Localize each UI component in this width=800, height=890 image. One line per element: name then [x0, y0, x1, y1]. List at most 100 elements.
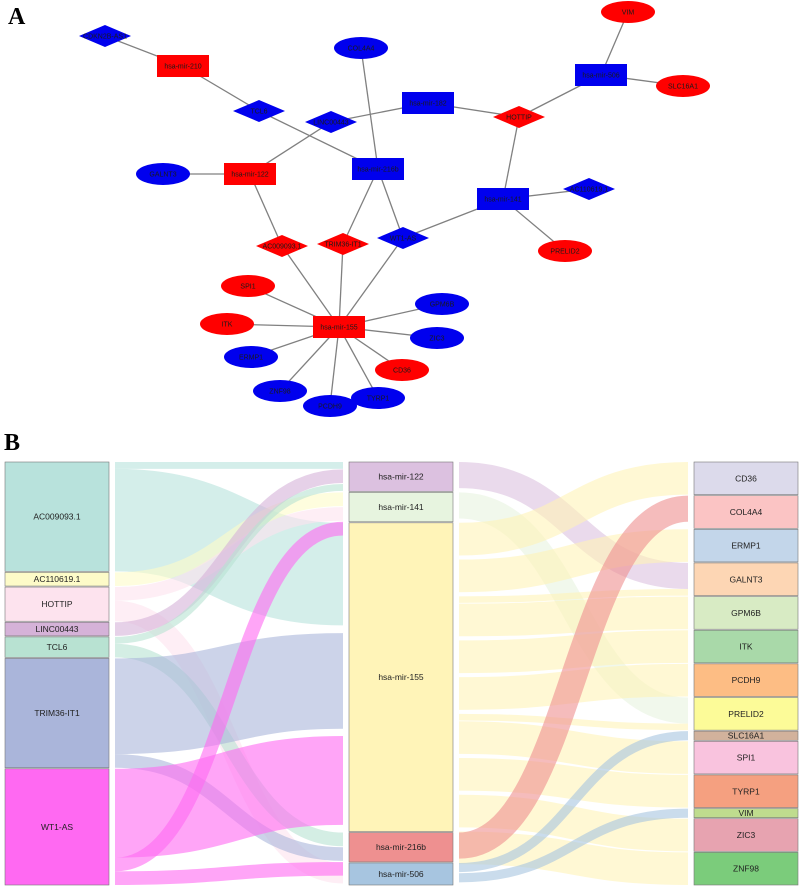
node-shape-rect — [575, 64, 627, 86]
node-col4a4[interactable]: COL4A4 — [334, 37, 388, 59]
node-cd36[interactable]: CD36 — [375, 359, 429, 381]
node-ac110619-1[interactable]: AC110619.1 — [563, 178, 615, 200]
node-shape-diamond — [79, 25, 131, 47]
sankey-link-hsa-mir-155-to-ermp1 — [458, 529, 689, 593]
node-vim[interactable]: VIM — [601, 1, 655, 23]
node-wt1-as[interactable]: WT1-AS — [377, 227, 429, 249]
node-ermp1[interactable]: ERMP1 — [224, 346, 278, 368]
node-hsa-mir-122[interactable]: hsa-mir-122 — [224, 163, 276, 185]
node-spi1[interactable]: SPI1 — [221, 275, 275, 297]
sankey-node-spi1[interactable]: SPI1 — [693, 740, 799, 775]
sankey-node-bar — [4, 658, 110, 769]
node-znf98[interactable]: ZNF98 — [253, 380, 307, 402]
node-itk[interactable]: ITK — [200, 313, 254, 335]
sankey-node-prelid2[interactable]: PRELID2 — [693, 697, 799, 731]
node-label: AC110619.1 — [570, 187, 609, 194]
node-pcdh9[interactable]: PCDH9 — [303, 395, 357, 417]
node-shape-diamond — [317, 233, 369, 255]
sankey-node-bar — [693, 774, 799, 808]
sankey-node-hsa-mir-506[interactable]: hsa-mir-506 — [348, 862, 454, 886]
node-slc16a1[interactable]: SLC16A1 — [656, 75, 710, 97]
sankey-node-bar — [4, 586, 110, 622]
node-prelid2[interactable]: PRELID2 — [538, 240, 592, 262]
node-hottip[interactable]: HOTTIP — [493, 106, 545, 128]
node-shape-ellipse — [200, 313, 254, 335]
sankey-node-hsa-mir-122[interactable]: hsa-mir-122 — [348, 461, 454, 492]
sankey-node-hsa-mir-216b[interactable]: hsa-mir-216b — [348, 832, 454, 863]
edge-wt1as-mir155 — [338, 237, 404, 328]
node-label: CD36 — [393, 368, 411, 375]
sankey-node-hsa-mir-155[interactable]: hsa-mir-155 — [348, 522, 454, 832]
node-hsa-mir-210[interactable]: hsa-mir-210 — [157, 55, 209, 77]
edge-trim36it1-mir155 — [338, 243, 344, 328]
sankey-node-linc00443[interactable]: LINC00443 — [4, 621, 110, 637]
sankey-node-pcdh9[interactable]: PCDH9 — [693, 663, 799, 697]
node-trim36-it1[interactable]: TRIM36-IT1 — [317, 233, 369, 255]
node-shape-ellipse — [224, 346, 278, 368]
sankey-node-znf98[interactable]: ZNF98 — [693, 852, 799, 886]
sankey-node-ermp1[interactable]: ERMP1 — [693, 528, 799, 563]
node-shape-ellipse — [538, 240, 592, 262]
node-zic3[interactable]: ZIC3 — [410, 327, 464, 349]
node-hsa-mir-216b[interactable]: hsa-mir-216b — [352, 158, 404, 180]
node-hsa-mir-141[interactable]: hsa-mir-141 — [477, 188, 529, 210]
node-linc00443[interactable]: LINC00443 — [305, 111, 357, 133]
sankey-node-label: TYRP1 — [732, 786, 760, 796]
sankey-node-bar — [348, 461, 454, 492]
sankey-node-ac009093-1[interactable]: AC009093.1 — [4, 461, 110, 572]
sankey-nodes: AC009093.1AC110619.1HOTTIPLINC00443TCL6T… — [4, 461, 799, 886]
sankey-node-tcl6[interactable]: TCL6 — [4, 636, 110, 658]
edge-mir122-ac009093 — [249, 173, 283, 247]
sankey-link-wt1-as-to-hsa-mir-216b — [114, 861, 344, 886]
node-label: TYRP1 — [367, 396, 390, 403]
sankey-node-bar — [4, 768, 110, 886]
sankey-node-hottip[interactable]: HOTTIP — [4, 586, 110, 622]
node-label: VIM — [622, 10, 635, 17]
sankey-node-itk[interactable]: ITK — [693, 629, 799, 664]
node-galnt3[interactable]: GALNT3 — [136, 163, 190, 185]
node-shape-rect — [477, 188, 529, 210]
sankey-node-bar — [693, 629, 799, 664]
node-label: ZIC3 — [429, 336, 444, 343]
sankey-node-trim36-it1[interactable]: TRIM36-IT1 — [4, 658, 110, 769]
sankey-node-bar — [693, 528, 799, 563]
sankey-node-label: TCL6 — [47, 642, 68, 652]
node-shape-ellipse — [656, 75, 710, 97]
sankey-node-galnt3[interactable]: GALNT3 — [693, 562, 799, 596]
node-cdkn2b-as1[interactable]: CDKN2B-AS1 — [79, 25, 131, 47]
sankey-node-tyrp1[interactable]: TYRP1 — [693, 774, 799, 808]
node-hsa-mir-182[interactable]: hsa-mir-182 — [402, 92, 454, 114]
node-tcl6[interactable]: TCL6 — [233, 100, 285, 122]
node-hsa-mir-155[interactable]: hsa-mir-155 — [313, 316, 365, 338]
sankey-node-zic3[interactable]: ZIC3 — [693, 818, 799, 852]
sankey-node-label: PRELID2 — [728, 709, 764, 719]
sankey-node-bar — [348, 862, 454, 886]
node-ac009093-1[interactable]: AC009093.1 — [256, 235, 308, 257]
sankey-node-cd36[interactable]: CD36 — [693, 461, 799, 495]
sankey-node-gpm6b[interactable]: GPM6B — [693, 596, 799, 630]
sankey-link-hsa-mir-155-to-zic3 — [458, 794, 689, 852]
sankey-node-label: SPI1 — [737, 753, 756, 763]
node-hsa-mir-506[interactable]: hsa-mir-506 — [575, 64, 627, 86]
node-shape-diamond — [233, 100, 285, 122]
sankey-node-label: AC009093.1 — [33, 512, 81, 522]
sankey-node-label: hsa-mir-122 — [378, 472, 424, 482]
sankey-node-label: COL4A4 — [730, 507, 763, 517]
node-shape-ellipse — [415, 293, 469, 315]
node-label: CDKN2B-AS1 — [83, 34, 127, 41]
sankey-node-vim[interactable]: VIM — [693, 808, 799, 818]
sankey-node-bar — [693, 852, 799, 886]
node-gpm6b[interactable]: GPM6B — [415, 293, 469, 315]
sankey-node-col4a4[interactable]: COL4A4 — [693, 495, 799, 529]
sankey-node-label: ZNF98 — [733, 864, 759, 874]
sankey-node-ac110619-1[interactable]: AC110619.1 — [4, 572, 110, 587]
sankey-node-bar — [348, 832, 454, 863]
sankey-node-hsa-mir-141[interactable]: hsa-mir-141 — [348, 492, 454, 523]
node-shape-rect — [224, 163, 276, 185]
node-tyrp1[interactable]: TYRP1 — [351, 387, 405, 409]
sankey-node-bar — [693, 495, 799, 529]
sankey-node-wt1-as[interactable]: WT1-AS — [4, 768, 110, 886]
sankey-node-slc16a1[interactable]: SLC16A1 — [693, 731, 799, 741]
node-label: ERMP1 — [239, 355, 263, 362]
sankey-node-bar — [693, 818, 799, 852]
